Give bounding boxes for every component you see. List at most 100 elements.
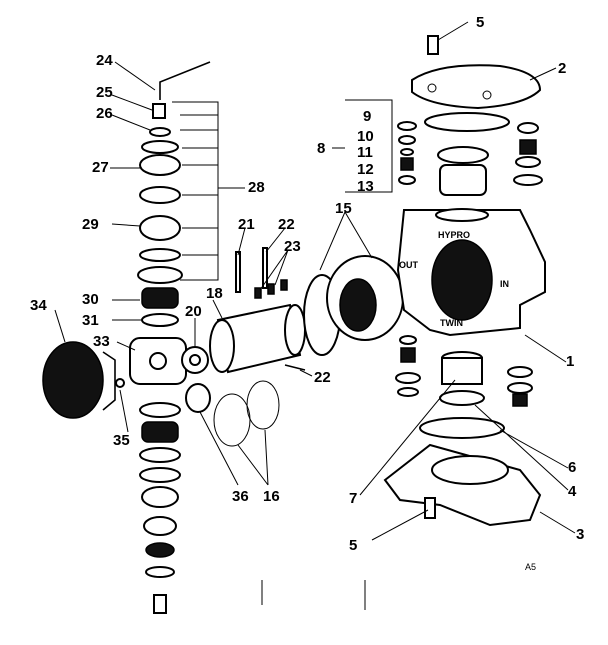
casting-twin: TWIN [440, 318, 463, 328]
left-shaft-stack [129, 61, 219, 614]
screw-part [427, 35, 439, 55]
cover-part [411, 64, 542, 110]
washer-part [141, 313, 179, 327]
seal-retainer-part [139, 215, 181, 241]
gasket-part [424, 112, 510, 132]
housing-bore [431, 239, 493, 321]
callout-10: 10 [357, 128, 374, 145]
leader-33 [116, 341, 136, 351]
callout-labels: 1 2 3 4 5 5 6 7 8 9 10 11 12 13 15 16 18… [30, 14, 584, 554]
valve-part [400, 148, 414, 156]
callout-34: 34 [30, 297, 47, 314]
cylinder-part [441, 357, 483, 385]
cap-part [141, 486, 179, 508]
leader-16 [237, 429, 269, 486]
leader-25 [111, 94, 153, 111]
bearing-part [141, 287, 179, 309]
washer-part [149, 127, 171, 137]
nut-part [145, 542, 175, 558]
leader-lines [54, 21, 576, 610]
pin-part [262, 247, 268, 289]
housing-top-port [435, 208, 489, 222]
ring-part [139, 447, 181, 463]
callout-11: 11 [357, 144, 373, 161]
callout-24: 24 [96, 52, 113, 69]
coupler-bore [189, 354, 201, 366]
rotor-face [209, 319, 235, 373]
valve-part [507, 366, 533, 378]
screw-part [424, 497, 436, 519]
valve-spring [512, 393, 528, 407]
washer-part [145, 566, 175, 578]
callout-18: 18 [206, 285, 223, 302]
callout-29: 29 [82, 216, 99, 233]
leader-6 [499, 429, 569, 469]
leader-36 [199, 411, 239, 486]
leader-34 [54, 309, 66, 343]
ring-part [137, 266, 183, 284]
callout-21: 21 [238, 216, 255, 233]
leader-3 [539, 511, 576, 534]
leader-18 [212, 299, 223, 319]
leader-21 [237, 227, 246, 256]
valve-part [507, 382, 533, 394]
bolt-part [153, 594, 167, 614]
callout-3: 3 [576, 526, 584, 543]
leader-23 [259, 249, 289, 291]
valve-part [398, 175, 416, 185]
callout-26: 26 [96, 105, 113, 122]
guard-part [42, 341, 125, 419]
ring-part [141, 140, 179, 154]
callout-5-bottom: 5 [349, 537, 357, 554]
valve-spring [519, 139, 537, 155]
callout-6: 6 [568, 459, 576, 476]
oring-part [439, 390, 485, 406]
clip-part [115, 378, 125, 388]
leader-5-top [437, 21, 469, 41]
casting-text: HYPRO OUT IN TWIN [399, 230, 509, 328]
valve-part [398, 135, 416, 145]
callout-22-top: 22 [278, 216, 295, 233]
key-part [284, 364, 306, 371]
ring-part [139, 467, 181, 483]
casting-hypro: HYPRO [438, 230, 470, 240]
casting-out: OUT [399, 260, 419, 270]
callout-27: 27 [92, 159, 109, 176]
callout-4: 4 [568, 483, 577, 500]
leader-29 [111, 223, 141, 227]
callout-8: 8 [317, 140, 325, 157]
callout-12: 12 [357, 161, 374, 178]
ring-part [139, 402, 181, 418]
bracket-line [172, 101, 219, 281]
cover-hole [482, 90, 492, 100]
callout-22-bottom: 22 [314, 369, 331, 386]
leader-15 [319, 211, 373, 271]
base-plate-recess [431, 455, 509, 485]
handle-part [159, 61, 211, 100]
callout-30: 30 [82, 291, 99, 308]
callout-13: 13 [357, 178, 374, 195]
callout-1: 1 [566, 353, 574, 370]
callout-9: 9 [363, 108, 371, 125]
snap-ring-part [246, 380, 280, 430]
callout-36: 36 [232, 488, 249, 505]
roller-part [267, 283, 275, 295]
valve-spring [400, 157, 414, 171]
disc-part [185, 383, 211, 413]
leader-8-bracket [332, 99, 393, 193]
callout-35: 35 [113, 432, 130, 449]
snap-ring-part [213, 393, 251, 447]
leader-35 [119, 389, 129, 433]
screw-part [152, 103, 166, 119]
leader-26 [111, 114, 151, 131]
leader-1 [524, 334, 567, 363]
callout-20: 20 [185, 303, 202, 320]
leader-2 [529, 67, 557, 81]
cap-part [143, 516, 177, 536]
cylinder-part [439, 164, 487, 196]
bearing-part [141, 421, 179, 443]
valve-part [399, 335, 417, 345]
callout-7: 7 [349, 490, 357, 507]
callout-25: 25 [96, 84, 113, 101]
